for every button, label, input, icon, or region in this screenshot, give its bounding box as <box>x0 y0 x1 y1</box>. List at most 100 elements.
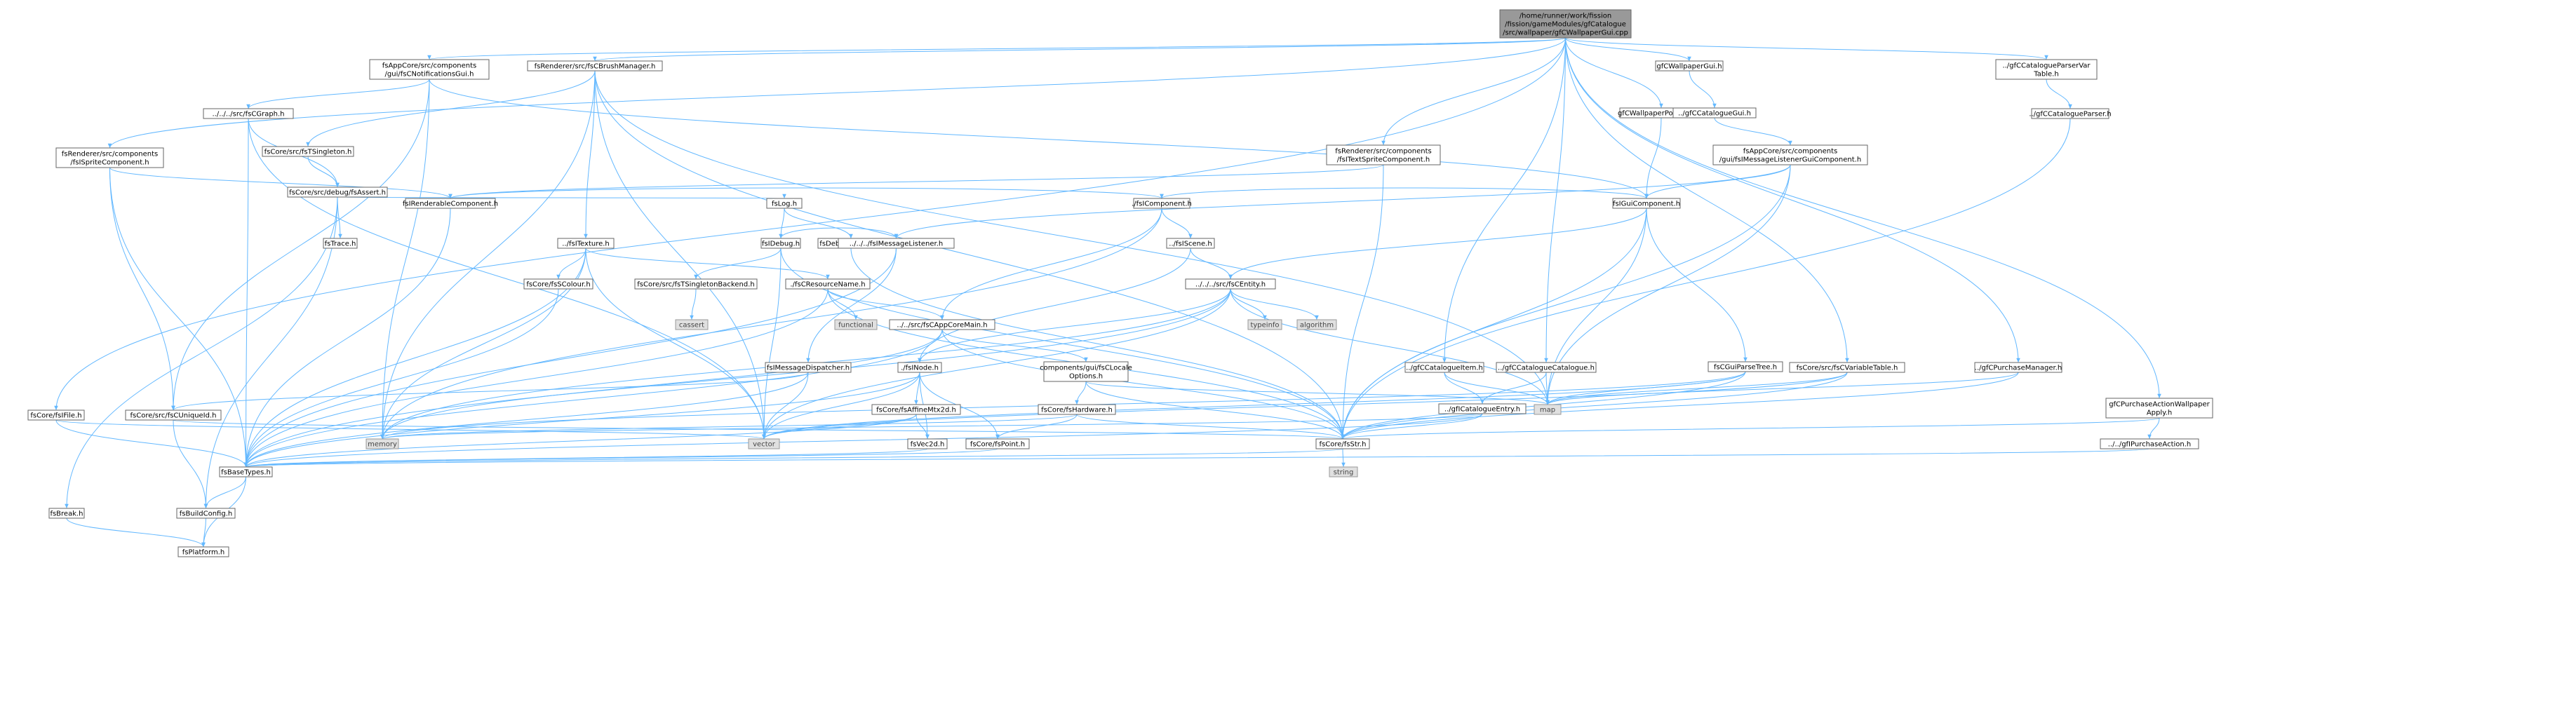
edge-centity-to-basetypes <box>243 288 1231 468</box>
node-msglistener[interactable]: ../../../fsIMessageListener.h <box>838 238 955 249</box>
node-uniqueid[interactable]: fsCore/src/fsCUniqueId.h <box>125 409 222 421</box>
node-varianttable[interactable]: fsCore/src/fsCVariableTable.h <box>1789 362 1905 373</box>
node-tsingleton[interactable]: fsCore/src/fsTSingleton.h <box>262 146 354 157</box>
node-box-msglistenergui <box>1712 144 1868 165</box>
node-cataloguegui[interactable]: ../gfCCatalogueGui.h <box>1672 107 1757 118</box>
node-vector: vector <box>748 438 780 449</box>
node-buildconfig[interactable]: fsBuildConfig.h <box>176 508 236 519</box>
node-label-cassert: cassert <box>679 322 704 330</box>
edge-brushmgr-to-texture <box>584 70 596 239</box>
edge-resname-to-appcoremain <box>827 288 944 320</box>
node-box-sprite <box>55 147 164 168</box>
node-platform[interactable]: fsPlatform.h <box>177 546 229 557</box>
node-debug[interactable]: fsIDebug.h <box>760 238 801 249</box>
node-box-buildconfig <box>176 508 236 519</box>
node-inode[interactable]: ./fsINode.h <box>897 362 942 373</box>
node-purchasemgr[interactable]: ../gfCPurchaseManager.h <box>1974 362 2062 373</box>
node-label-purchaseaction: ../../gfIPurchaseAction.h <box>2108 441 2192 449</box>
node-graph[interactable]: ../../../src/fsCGraph.h <box>203 108 294 119</box>
edge-wallpaperpopup-to-guicomponent <box>1644 117 1662 199</box>
node-msglistenergui[interactable]: fsAppCore/src/components/gui/fsIMessageL… <box>1712 144 1868 165</box>
node-notif[interactable]: fsAppCore/src/components/gui/fsCNotifica… <box>369 59 490 80</box>
node-assert[interactable]: fsCore/src/debug/fsAssert.h <box>287 187 388 198</box>
node-resname[interactable]: ./fsCResourceName.h <box>785 278 871 290</box>
node-map: map <box>1534 404 1562 415</box>
edge-centity-to-inode <box>918 288 1231 363</box>
edge-debug-to-msglistener <box>780 227 899 239</box>
edge-varianttable-to-map <box>1545 372 1848 405</box>
edge-debug-to-vector <box>762 248 781 440</box>
node-functional: functional <box>834 319 878 330</box>
node-label-catitem: ../gfCCatalogueItem.h <box>1406 365 1483 372</box>
node-label-varianttable: fsCore/src/fsCVariableTable.h <box>1797 365 1898 372</box>
node-catentry[interactable]: ../gfICatalogueEntry.h <box>1438 403 1527 414</box>
node-box-guicomponent <box>1612 198 1681 209</box>
node-texture[interactable]: ../fsITexture.h <box>557 238 615 249</box>
node-purchaseaction[interactable]: ../../gfIPurchaseAction.h <box>2100 438 2199 449</box>
node-scene[interactable]: ../fsIScene.h <box>1166 238 1215 249</box>
node-box-file <box>27 409 85 421</box>
edge-root-to-brushmgr <box>593 37 1566 62</box>
edge-texture-to-colour <box>556 248 586 280</box>
node-msgdispatcher[interactable]: fsIMessageDispatcher.h <box>765 362 852 373</box>
node-affinemtx[interactable]: fsCore/fsAffineMtx2d.h <box>871 404 961 415</box>
edge-root-to-catitem <box>1442 37 1566 363</box>
node-catcatalogue[interactable]: ../gfCCatalogueCatalogue.h <box>1496 362 1597 373</box>
node-label-buildconfig: fsBuildConfig.h <box>180 510 232 518</box>
edge-brushmgr-to-vector <box>594 70 766 440</box>
edge-point-to-basetypes <box>244 448 998 468</box>
edge-affinemtx-to-basetypes <box>243 414 917 468</box>
node-basetypes[interactable]: fsBaseTypes.h <box>219 466 273 477</box>
node-catitem[interactable]: ../gfCCatalogueItem.h <box>1404 362 1484 373</box>
node-parser[interactable]: ../gfCCatalogueParser.h <box>2029 108 2112 119</box>
node-parsetree[interactable]: fsCGuiParseTree.h <box>1708 361 1783 372</box>
node-guicomponent[interactable]: fsIGuiComponent.h <box>1612 198 1681 209</box>
edge-hardware-to-str <box>1076 414 1345 440</box>
node-str[interactable]: fsCore/fsStr.h <box>1315 438 1370 449</box>
file-nodes: /home/runner/work/fission/fission/gameMo… <box>27 9 2213 557</box>
node-root[interactable]: /home/runner/work/fission/fission/gameMo… <box>1499 9 1632 39</box>
edge-assert-to-trace <box>337 196 342 239</box>
node-tsingback[interactable]: fsCore/src/fsTSingletonBackend.h <box>634 278 758 290</box>
edge-renderable-to-component <box>450 187 1164 199</box>
node-label-hardware: fsCore/fsHardware.h <box>1041 407 1113 414</box>
node-label-vector: vector <box>753 441 776 449</box>
node-trace[interactable]: fsTrace.h <box>323 238 358 249</box>
node-box-parservar <box>1995 59 2098 80</box>
node-hardware[interactable]: fsCore/fsHardware.h <box>1038 404 1116 415</box>
node-colour[interactable]: fsCore/fsSColour.h <box>523 278 593 290</box>
node-label-catentry: ../gfICatalogueEntry.h <box>1444 406 1520 414</box>
node-break[interactable]: fsBreak.h <box>48 508 85 519</box>
node-file[interactable]: fsCore/fsIFile.h <box>27 409 85 421</box>
node-brushmgr[interactable]: fsRenderer/src/fsCBrushManager.h <box>527 60 663 72</box>
edge-brushmgr-to-str <box>594 70 1345 440</box>
node-sprite[interactable]: fsRenderer/src/components/fsISpriteCompo… <box>55 147 164 168</box>
edge-centity-to-typeinfo <box>1230 288 1267 320</box>
node-box-tsingback <box>634 278 758 290</box>
edge-msgdispatcher-to-vector <box>762 372 809 440</box>
node-box-point <box>965 438 1030 449</box>
edge-log-to-debughelpers <box>784 208 853 239</box>
edge-sprite-to-basetypes <box>109 167 248 468</box>
node-label-component: ./fsIComponent.h <box>1132 201 1192 208</box>
edge-hardware-to-memory <box>380 414 1078 440</box>
node-point[interactable]: fsCore/fsPoint.h <box>965 438 1030 449</box>
node-appcoremain[interactable]: ../../src/fsCAppCoreMain.h <box>889 319 995 330</box>
edge-msglistener-to-basetypes <box>243 248 897 468</box>
node-component[interactable]: ./fsIComponent.h <box>1132 198 1192 209</box>
node-wallpapergui[interactable]: gfCWallpaperGui.h <box>1655 60 1724 72</box>
node-vec2d[interactable]: fsVec2d.h <box>907 438 948 449</box>
node-label-msgdispatcher: fsIMessageDispatcher.h <box>767 365 850 372</box>
node-label-point: fsCore/fsPoint.h <box>970 441 1025 449</box>
node-memory: memory <box>365 438 399 449</box>
node-label-debug: fsIDebug.h <box>762 241 800 248</box>
edge-clocale-to-str <box>1085 381 1345 440</box>
node-centity[interactable]: ../../../src/fsCEntity.h <box>1185 278 1276 290</box>
node-box-root <box>1499 9 1632 39</box>
node-log[interactable]: fsLog.h <box>766 198 803 209</box>
node-renderable[interactable]: fsIRenderableComponent.h <box>403 198 498 209</box>
node-textsprite[interactable]: fsRenderer/src/components/fsITextSpriteC… <box>1326 144 1441 165</box>
